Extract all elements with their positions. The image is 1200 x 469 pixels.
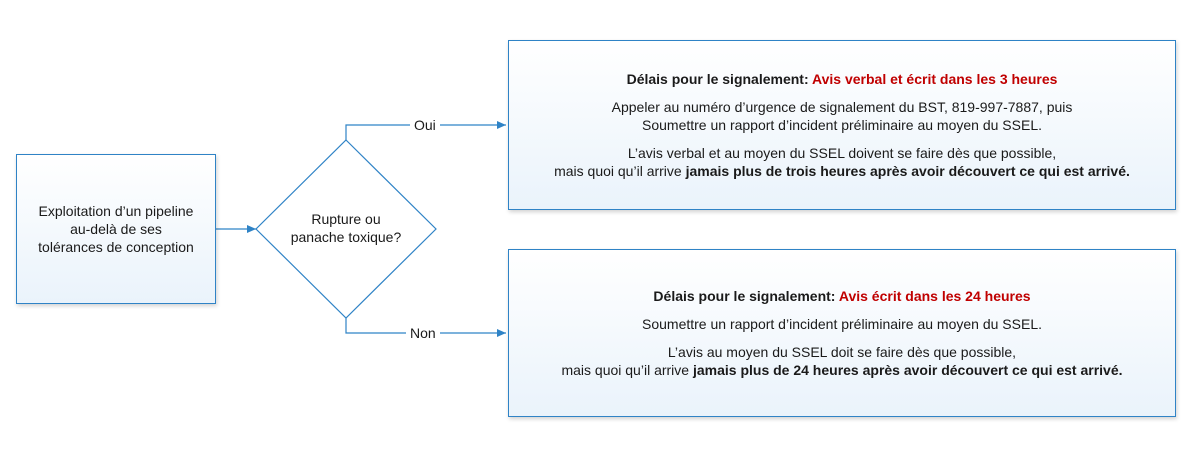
start-process-box: Exploitation d’un pipeline au-delà de se… — [16, 154, 216, 304]
outcome-yes-para1-line2: Soumettre un rapport d’incident prélimin… — [642, 117, 1042, 133]
outcome-no-para2-bold: jamais plus de 24 heures après avoir déc… — [692, 362, 1123, 378]
start-text-line-1: Exploitation d’un pipeline — [38, 203, 194, 219]
branch-label-no: Non — [406, 324, 440, 342]
branch-label-yes: Oui — [410, 116, 440, 134]
outcome-box-no: Délais pour le signalement: Avis écrit d… — [508, 249, 1176, 417]
outcome-yes-heading: Délais pour le signalement: Avis verbal … — [627, 70, 1058, 88]
outcome-no-heading: Délais pour le signalement: Avis écrit d… — [653, 287, 1030, 305]
decision-label: Rupture ou panache toxique? — [256, 210, 436, 246]
outcome-no-para1-line1: Soumettre un rapport d’incident prélimin… — [642, 316, 1042, 332]
outcome-no-para2-plain: mais quoi qu’il arrive — [561, 362, 690, 378]
start-text-line-2: au-delà de ses — [70, 221, 162, 237]
outcome-no-heading-prefix: Délais pour le signalement: — [653, 288, 836, 304]
decision-text-line-2: panache toxique? — [290, 229, 402, 245]
arrow-no-branch — [345, 318, 506, 337]
outcome-no-para2-line1: L’avis au moyen du SSEL doit se faire dè… — [667, 344, 1017, 360]
outcome-yes-heading-prefix: Délais pour le signalement: — [626, 71, 809, 87]
outcome-box-yes: Délais pour le signalement: Avis verbal … — [508, 40, 1176, 210]
outcome-yes-para2-line2: mais quoi qu’il arrive jamais plus de tr… — [554, 162, 1130, 180]
decision-text-line-1: Rupture ou — [311, 211, 381, 227]
outcome-yes-heading-accent: Avis verbal et écrit dans les 3 heures — [812, 71, 1058, 87]
start-text-line-3: tolérances de conception — [38, 239, 194, 255]
outcome-no-heading-accent: Avis écrit dans les 24 heures — [838, 288, 1031, 304]
outcome-yes-para2-bold: jamais plus de trois heures après avoir … — [685, 163, 1130, 179]
arrow-yes-branch — [345, 121, 506, 140]
outcome-yes-para2-plain: mais quoi qu’il arrive — [554, 163, 682, 179]
outcome-no-para2-line2: mais quoi qu’il arrive jamais plus de 24… — [561, 361, 1122, 379]
outcome-yes-para1-line1: Appeler au numéro d’urgence de signaleme… — [611, 99, 1073, 115]
outcome-yes-para2-line1: L’avis verbal et au moyen du SSEL doiven… — [627, 145, 1057, 161]
